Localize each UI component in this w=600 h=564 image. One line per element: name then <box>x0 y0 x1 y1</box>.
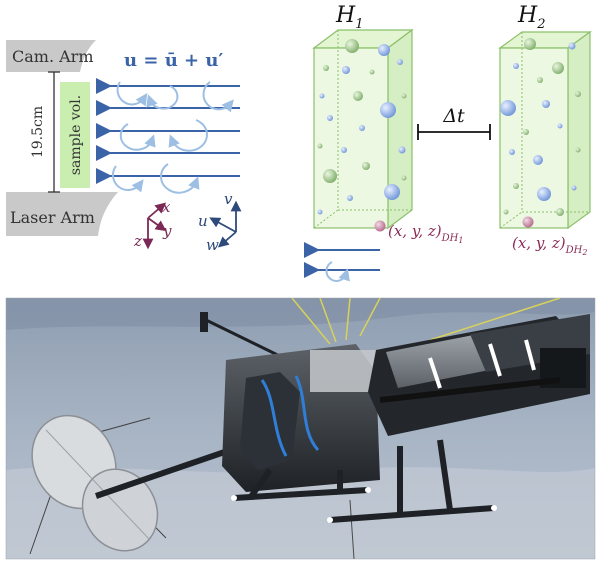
hologram-2-position-label: (x, y, z)DH2 <box>512 234 587 257</box>
hologram-1-position-label: (x, y, z)DH1 <box>388 222 463 245</box>
camera-arm-shape <box>6 40 96 72</box>
landing-skids <box>233 439 495 523</box>
turbulent-eddies <box>112 81 234 194</box>
time-step-label: Δt <box>442 105 465 127</box>
instrument-schematic: Cam. Arm Laser Arm 19.5cm sample vol. u … <box>6 40 242 254</box>
axis-v-label: v <box>224 190 233 208</box>
eddy <box>119 123 156 151</box>
hologram-2-volume <box>498 30 592 230</box>
velocity-axes <box>209 200 242 248</box>
drag-disk <box>29 414 167 555</box>
laser-arm-label: Laser Arm <box>10 208 95 227</box>
sample-volume-label: sample vol. <box>68 95 84 175</box>
instrument-body <box>222 314 590 492</box>
eddy <box>202 81 234 113</box>
x-axis <box>147 202 167 219</box>
hologram-1-volume <box>312 28 414 232</box>
camera-arm-label: Cam. Arm <box>12 47 94 66</box>
axis-y-label: y <box>162 222 172 240</box>
sample-axes <box>142 202 167 250</box>
eddy <box>116 81 148 107</box>
flow-direction-hint <box>304 242 380 282</box>
distance-label: 19.5cm <box>30 106 46 158</box>
u-axis <box>209 217 237 233</box>
tether-lines <box>291 298 561 345</box>
eddy <box>160 163 200 194</box>
velocity-decomposition-equation: u = ū + u′ <box>124 50 223 71</box>
sample-volume <box>60 82 90 188</box>
eddy <box>168 119 208 152</box>
time-step-bracket <box>417 124 491 140</box>
tracked-particle-2 <box>522 216 534 228</box>
axis-u-label: u <box>198 212 208 230</box>
tracked-particle-1 <box>374 220 386 232</box>
hologram-volumes: H1 H2 <box>304 3 592 282</box>
mean-flow-arrows <box>96 78 240 184</box>
hologram-1-label: H1 <box>335 3 363 32</box>
eddy <box>146 85 179 110</box>
eddy <box>112 165 144 193</box>
y-axis <box>147 217 167 232</box>
laser-arm-shape <box>6 192 118 236</box>
axis-w-label: w <box>206 236 219 254</box>
hologram-2-label: H2 <box>517 3 545 32</box>
axis-x-label: x <box>162 198 171 216</box>
w-axis <box>217 231 237 248</box>
axis-z-label: z <box>133 232 142 250</box>
instrument-photo <box>6 298 595 559</box>
